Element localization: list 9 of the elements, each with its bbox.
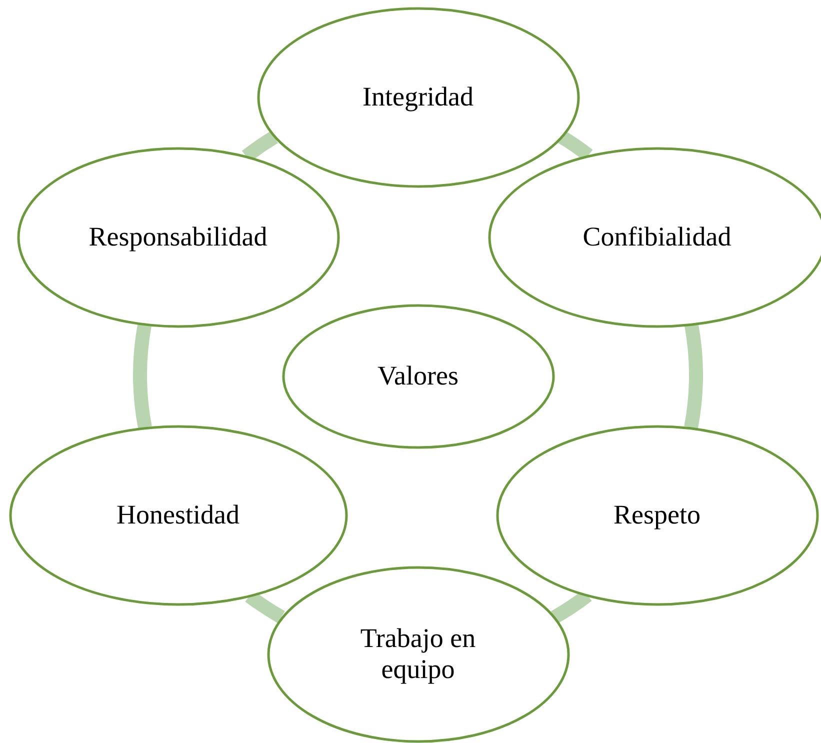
node-label: Respeto [614, 499, 700, 531]
ring-connector [133, 323, 152, 428]
node-label: Integridad [362, 81, 474, 113]
node-label: Confibialidad [582, 221, 732, 253]
node-label: Valores [378, 360, 458, 392]
node-label: Honestidad [116, 499, 240, 531]
node-label: Trabajo en equipo [359, 622, 477, 686]
node-label: Responsabilidad [88, 221, 268, 253]
ring-connector [684, 323, 703, 428]
